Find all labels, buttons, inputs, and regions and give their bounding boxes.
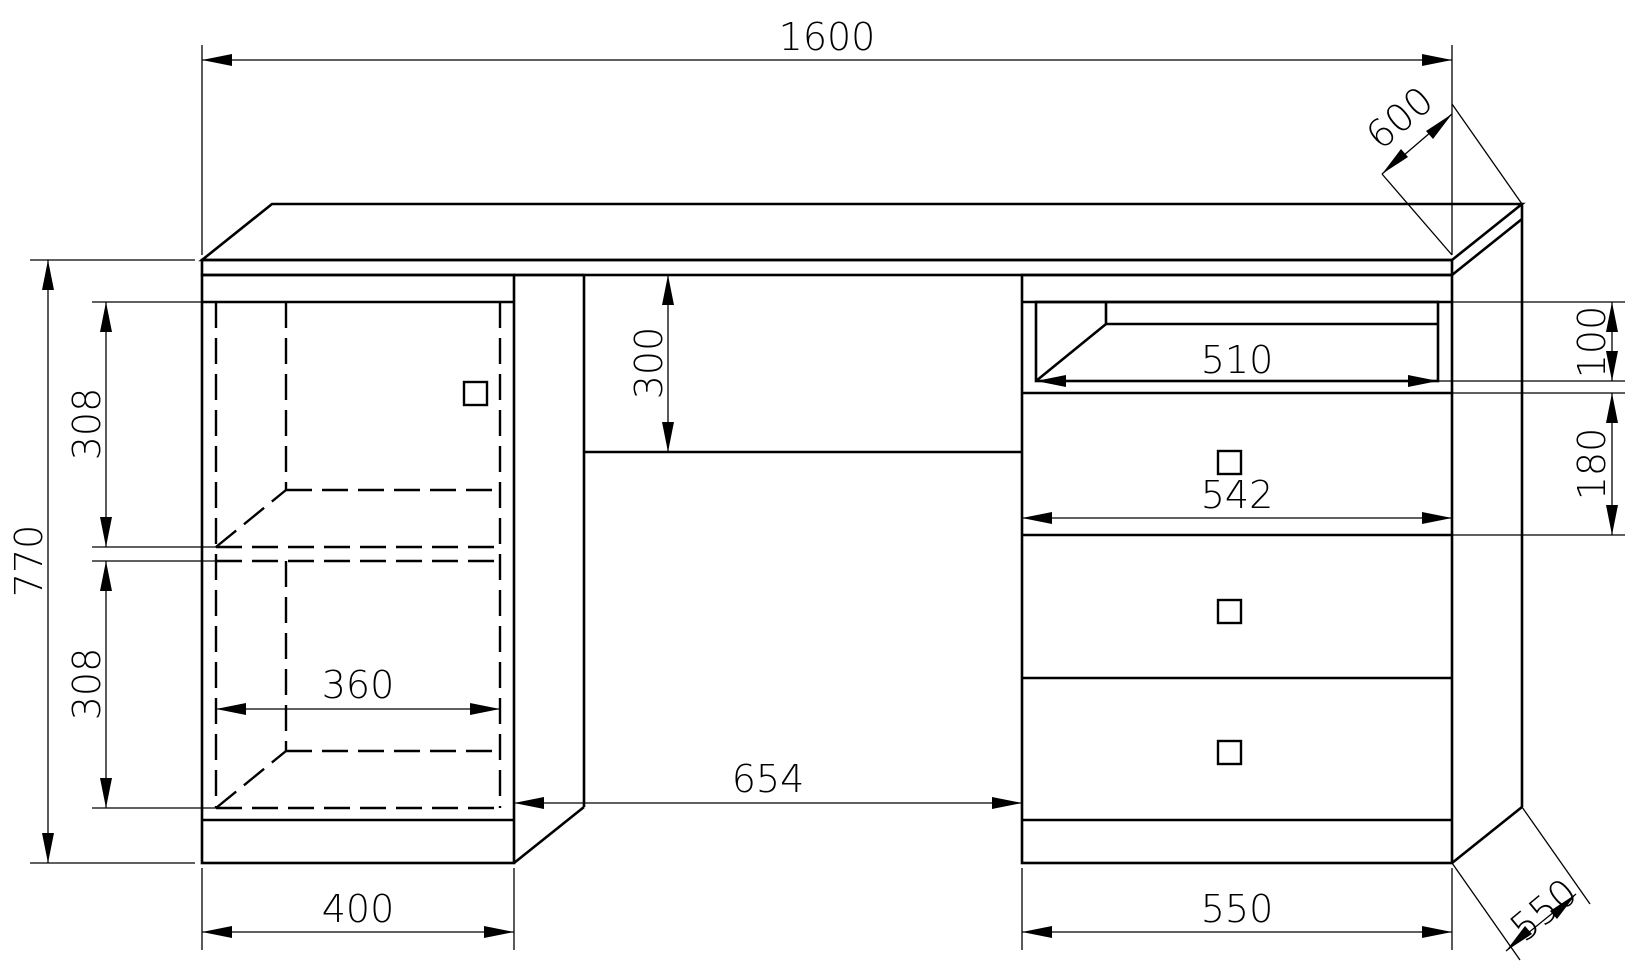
- drawer-handle-3: [1216, 739, 1243, 766]
- dim-drawer-front-width: 542: [1201, 473, 1274, 517]
- dim-right-pedestal-width: 550: [1201, 887, 1274, 931]
- dim-pedestal-depth: 550: [1502, 870, 1586, 950]
- drawer-fronts: [1022, 391, 1452, 680]
- left-pedestal: [200, 273, 586, 865]
- dim-knee-space-width: 654: [732, 757, 805, 801]
- dim-second-drawer-height: 180: [1570, 428, 1614, 501]
- dim-left-lower-opening: 308: [65, 648, 109, 721]
- dim-left-pedestal-width: 400: [322, 887, 395, 931]
- left-cabinet-door: [214, 302, 502, 810]
- dim-knee-space-height: 300: [627, 327, 671, 400]
- extension-lines: [30, 45, 1625, 961]
- dim-top-drawer-width: 510: [1201, 338, 1274, 382]
- drawer-handle-2: [1216, 598, 1243, 625]
- dim-overall-height: 770: [7, 525, 51, 598]
- dimension-labels: 1600 600 770 308 308 360 300 654 510 542…: [7, 15, 1614, 950]
- dim-overall-width: 1600: [779, 15, 876, 59]
- drawer-handle-1: [1216, 449, 1243, 476]
- desk-top: [198, 202, 1526, 277]
- dim-depth-top: 600: [1358, 78, 1442, 158]
- dim-top-drawer-height: 100: [1570, 306, 1614, 379]
- dim-left-upper-opening: 308: [65, 388, 109, 461]
- dim-left-inner-width: 360: [322, 663, 395, 707]
- dimension-lines: [42, 54, 1618, 952]
- door-handle: [462, 380, 489, 407]
- right-pedestal: [1020, 219, 1524, 865]
